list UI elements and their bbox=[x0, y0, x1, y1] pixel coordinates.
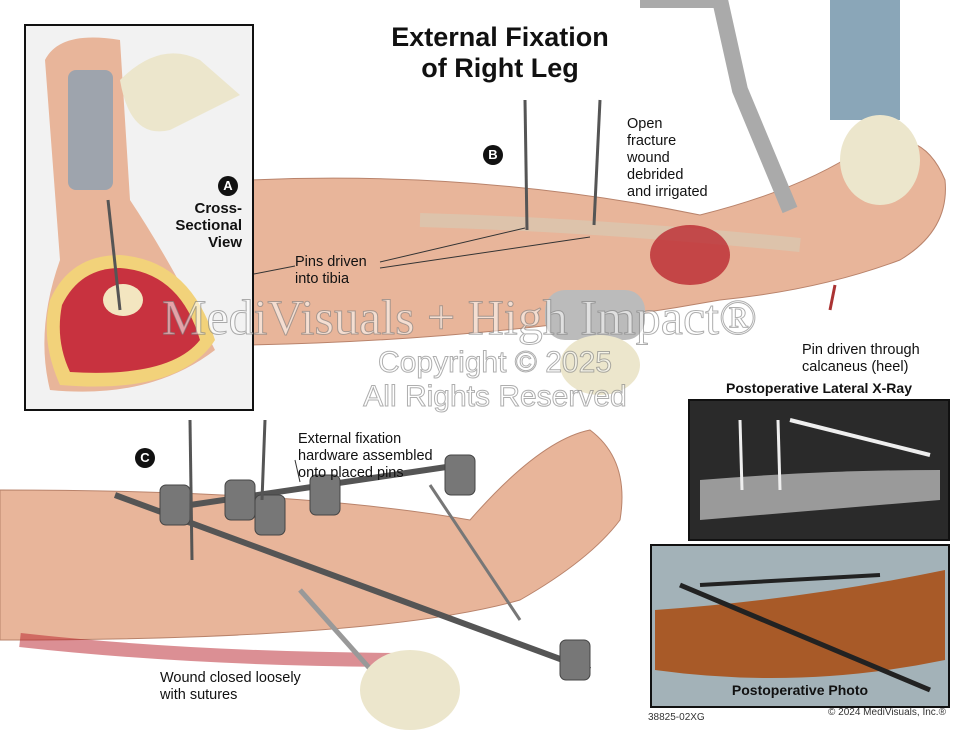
watermark-line: Copyright © 2025 bbox=[378, 346, 613, 380]
label-line: Sectional bbox=[175, 217, 242, 234]
title-line: of Right Leg bbox=[421, 53, 579, 83]
label-line: hardware assembled bbox=[298, 448, 433, 464]
label-line: into tibia bbox=[295, 271, 350, 287]
label-line: fracture bbox=[627, 133, 677, 149]
label-line: Wound closed loosely bbox=[160, 670, 301, 686]
panel-a-badge: A bbox=[218, 176, 238, 196]
xray-heading: Postoperative Lateral X-Ray bbox=[726, 380, 912, 396]
label-line: debrided bbox=[627, 167, 684, 183]
copyright: © 2024 MediVisuals, Inc.® bbox=[828, 707, 946, 718]
label-line: onto placed pins bbox=[298, 465, 404, 481]
panel-b-badge: B bbox=[483, 145, 503, 165]
title-line: External Fixation bbox=[391, 22, 609, 52]
label-line: External fixation bbox=[298, 431, 402, 447]
label-line: with sutures bbox=[160, 687, 238, 703]
watermark-line: All Rights Reserved bbox=[363, 380, 627, 414]
photo-caption: Postoperative Photo bbox=[731, 682, 869, 698]
leg-b-illustration bbox=[249, 0, 946, 395]
leg-c-illustration bbox=[0, 419, 623, 730]
xray-image bbox=[688, 399, 950, 541]
label-line: calcaneus (heel) bbox=[802, 359, 909, 375]
figure-code: 38825-02XG bbox=[648, 712, 705, 723]
label-line: Pins driven bbox=[295, 254, 367, 270]
label-line: and irrigated bbox=[627, 184, 708, 200]
label-line: Cross- bbox=[194, 200, 242, 217]
label-line: View bbox=[208, 234, 242, 251]
watermark: MediVisuals + High Impact® bbox=[161, 289, 758, 345]
label-line: wound bbox=[627, 150, 670, 166]
panel-a-cross-section bbox=[24, 24, 254, 411]
panel-c-badge: C bbox=[135, 448, 155, 468]
label-line: Pin driven through bbox=[802, 342, 920, 358]
label-line: Open bbox=[627, 116, 663, 132]
